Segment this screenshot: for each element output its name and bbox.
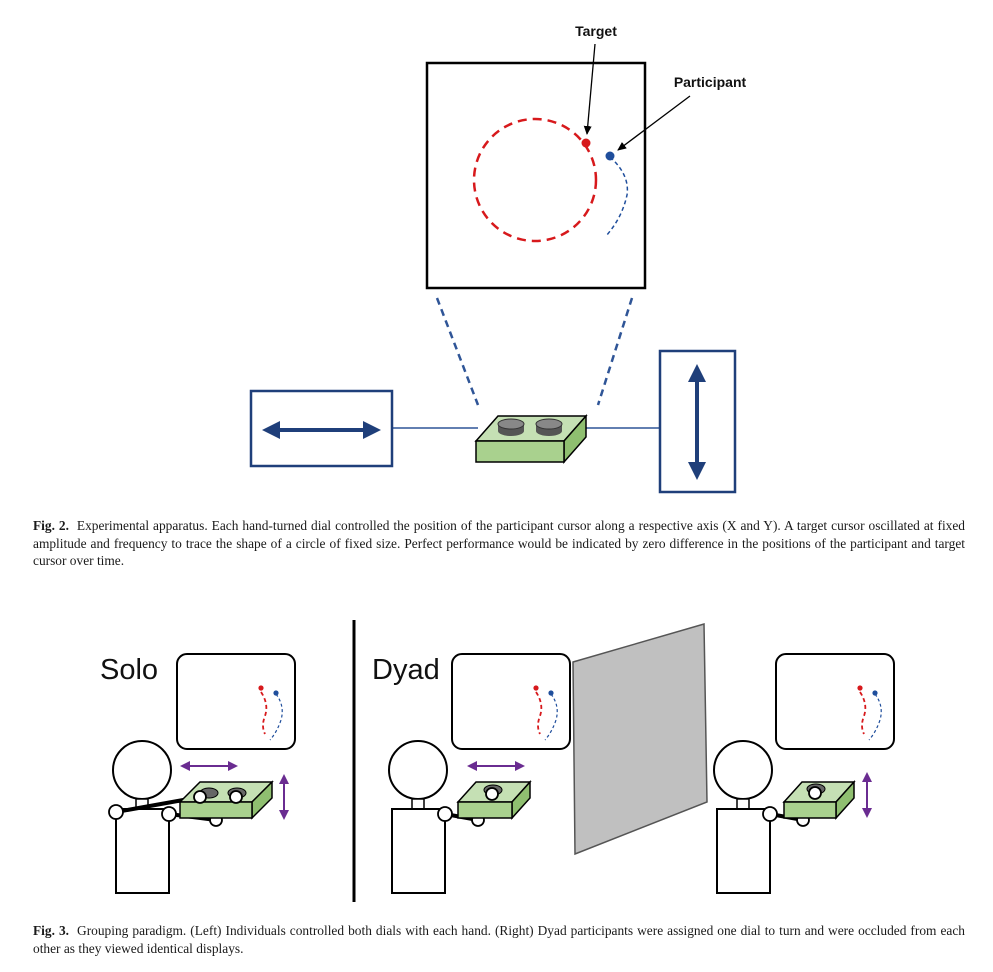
dial-knob-x [497,418,525,436]
figure-2-caption-label: Fig. 2. [33,518,69,533]
projection-line-right [596,297,634,406]
dyad-display-screen-right [775,653,895,750]
dyad-dial-box-right [782,780,856,820]
target-pointer-arrow [583,43,596,135]
dyad-participant-left-figure [388,740,494,894]
y-axis-arrow-icon [688,364,706,480]
figure-2-diagram: Target Participant [249,23,747,494]
dyad-y-arrow-icon [862,772,872,818]
dyad-dial-box-left [456,780,532,820]
figure-3-caption-text: Grouping paradigm. (Left) Individuals co… [33,923,965,956]
solo-display-screen [176,653,296,750]
figure-3-diagram: Solo Dyad [100,620,895,902]
solo-participant-figure [108,740,238,894]
figure-2-caption: Fig. 2. Experimental apparatus. Each han… [33,517,965,570]
target-circle-path [472,117,598,243]
figure-3-caption-label: Fig. 3. [33,923,69,938]
x-axis-arrow-icon [262,421,381,439]
participant-trail [605,156,629,237]
figure-2-caption-text: Experimental apparatus. Each hand-turned… [33,518,965,568]
projection-line-left [435,297,480,406]
dyad-x-arrow-icon [467,761,525,771]
label-dyad: Dyad [372,654,440,686]
participant-cursor [605,151,615,161]
label-target: Target [575,23,617,39]
display-screen [425,61,647,290]
dial-box [474,414,588,464]
occluder-panel [572,623,708,856]
label-participant: Participant [674,74,747,90]
label-solo: Solo [100,654,158,686]
dyad-display-screen-left [451,653,571,750]
participant-pointer-arrow [617,95,691,151]
dyad-participant-right-figure [713,740,817,894]
solo-dial-box [178,780,274,820]
solo-x-arrow-icon [180,761,238,771]
target-cursor [581,138,591,148]
dial-knob-y [535,418,563,436]
solo-y-arrow-icon [279,774,289,820]
figure-3-caption: Fig. 3. Grouping paradigm. (Left) Indivi… [33,922,965,957]
